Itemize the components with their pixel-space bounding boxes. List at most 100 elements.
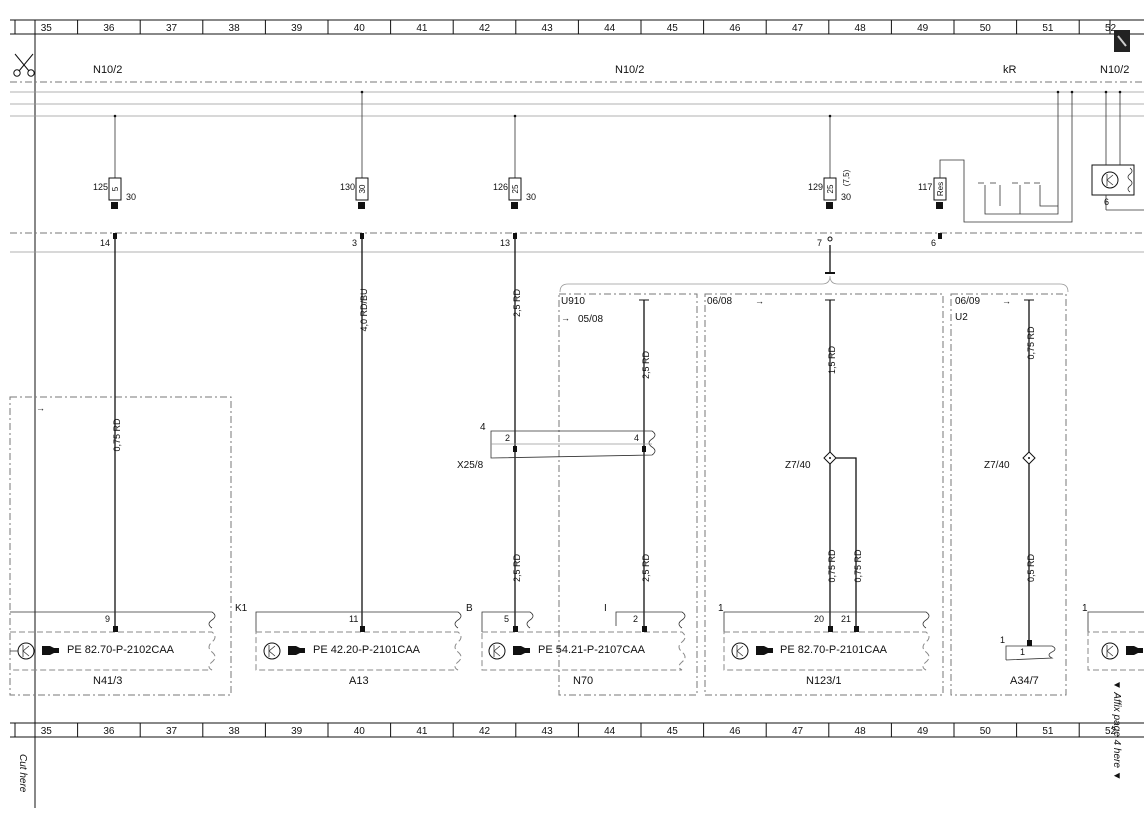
ruler-column-label: 52 bbox=[1105, 23, 1117, 34]
wire-label: 2,5 RD bbox=[641, 553, 651, 582]
ruler-column-label: 49 bbox=[917, 726, 929, 737]
ruler-column-label: 43 bbox=[542, 23, 554, 34]
transistor-icon bbox=[263, 642, 281, 660]
connector-name: X25/8 bbox=[457, 460, 484, 471]
fuse-rating: 30 bbox=[358, 184, 367, 193]
module-name: N41/3 bbox=[93, 675, 122, 687]
wire-label: 0,75 RD bbox=[853, 549, 863, 583]
svg-text:→: → bbox=[561, 313, 570, 323]
ruler-column-label: 44 bbox=[604, 726, 616, 737]
fuse-note: (7,5) bbox=[842, 169, 851, 186]
fuse-rating: 25 bbox=[511, 184, 520, 193]
fuse-pin: 14 bbox=[100, 238, 110, 248]
svg-text:→: → bbox=[36, 403, 45, 413]
module-ref[interactable]: PE 82.70-P-2101CAA bbox=[780, 644, 888, 656]
module-right-clipped: 1 bbox=[1082, 603, 1144, 671]
wire-label: 4,0 RD/BU bbox=[359, 288, 369, 331]
svg-text:→: → bbox=[755, 296, 764, 306]
scissors-icon bbox=[13, 53, 35, 77]
cut-here-label: Cut here bbox=[17, 754, 28, 793]
fuse-terminal: 30 bbox=[126, 192, 136, 202]
module-name: A34/7 bbox=[1010, 675, 1039, 687]
module-n41-3: 9 K1 PE 82.70-P-2102CAA N41/3 bbox=[10, 603, 248, 687]
ruler-column-label: 39 bbox=[291, 726, 303, 737]
fuse-125: 5 125 30 14 bbox=[93, 114, 136, 248]
group-ref: 06/08 bbox=[707, 296, 732, 307]
group-box-u910 bbox=[558, 293, 698, 696]
module-name: A13 bbox=[349, 675, 369, 687]
relay-transistor-right: 6 bbox=[1091, 90, 1144, 211]
module-ref[interactable]: PE 82.70-P-2102CAA bbox=[67, 644, 175, 656]
ruler-column-label: 41 bbox=[416, 726, 428, 737]
group-code: U2 bbox=[955, 312, 968, 323]
ruler-column-label: 45 bbox=[667, 23, 679, 34]
affix-page-label: ▼ Affix page 4 here ▼ bbox=[1111, 680, 1122, 781]
wire-label: 2,5 RD bbox=[641, 350, 651, 379]
module-pin: 20 bbox=[814, 614, 824, 624]
transistor-icon bbox=[731, 642, 749, 660]
module-side: B bbox=[466, 603, 473, 614]
fuse-pin: 6 bbox=[931, 238, 936, 248]
ruler-column-label: 38 bbox=[229, 726, 241, 737]
fuse-117: Res 117 6 bbox=[918, 90, 1074, 248]
module-pin: 21 bbox=[841, 614, 851, 624]
ruler-column-label: 48 bbox=[855, 23, 867, 34]
module-pin: 1 bbox=[1020, 647, 1025, 657]
module-pin: 9 bbox=[105, 614, 110, 624]
ruler-column-label: 45 bbox=[667, 726, 679, 737]
wire-label: 0,75 RD bbox=[827, 549, 837, 583]
module-ref[interactable]: PE 54.21-P-2107CAA bbox=[538, 644, 646, 656]
splice-label: Z7/40 bbox=[785, 460, 811, 471]
ruler-column-label: 35 bbox=[41, 726, 53, 737]
group-ref: 06/09 bbox=[955, 296, 980, 307]
fuse-130: 30 130 3 bbox=[340, 90, 369, 248]
ruler-column-label: 43 bbox=[542, 726, 554, 737]
fuse-number: 117 bbox=[918, 182, 932, 192]
bus-label: N10/2 bbox=[615, 64, 644, 76]
wire-label: 0,5 RD bbox=[1026, 553, 1036, 582]
wire-label: 0,75 RD bbox=[1026, 326, 1036, 360]
pointer-hand-icon bbox=[1126, 646, 1143, 655]
ruler-column-label: 47 bbox=[792, 726, 804, 737]
group-box-u2 bbox=[950, 293, 1067, 696]
splice-label: Z7/40 bbox=[984, 460, 1010, 471]
splice-z7-40-a: Z7/40 bbox=[785, 451, 837, 471]
fuse-number: 130 bbox=[340, 182, 355, 192]
ruler-column-label: 42 bbox=[479, 726, 491, 737]
ruler-column-label: 42 bbox=[479, 23, 491, 34]
ruler-column-label: 48 bbox=[855, 726, 867, 737]
connector-x25-8: 4 2 4 X25/8 bbox=[457, 422, 656, 471]
pointer-hand-icon bbox=[288, 646, 305, 655]
ruler-column-label: 37 bbox=[166, 23, 178, 34]
transistor-icon bbox=[10, 642, 35, 660]
ruler-column-label: 36 bbox=[103, 23, 115, 34]
module-pin: 11 bbox=[349, 614, 358, 624]
wire-label: 2,5 RD bbox=[512, 553, 522, 582]
module-name: N123/1 bbox=[806, 675, 841, 687]
connector-pin: 4 bbox=[634, 433, 639, 443]
relay-pin: 6 bbox=[1104, 197, 1109, 207]
ruler-column-label: 46 bbox=[729, 726, 741, 737]
fuse-pin: 7 bbox=[817, 238, 822, 248]
group-ref: 05/08 bbox=[578, 314, 603, 325]
ruler-column-label: 47 bbox=[792, 23, 804, 34]
group-box-0608 bbox=[704, 293, 944, 696]
bus-label: N10/2 bbox=[1100, 64, 1129, 76]
connector-outer-pin: 4 bbox=[480, 422, 486, 433]
fuse-terminal: 30 bbox=[841, 192, 851, 202]
pointer-hand-icon bbox=[42, 646, 59, 655]
wire-label: 0,75 RD bbox=[112, 418, 122, 452]
fuse-number: 129 bbox=[808, 182, 823, 192]
module-name: N70 bbox=[573, 675, 593, 687]
module-pin: 1 bbox=[1000, 635, 1005, 645]
fuse-terminal: 30 bbox=[526, 192, 536, 202]
module-pin: 2 bbox=[633, 614, 638, 624]
fuse-126: 25 126 30 13 bbox=[493, 114, 536, 248]
module-ref[interactable]: PE 42.20-P-2101CAA bbox=[313, 644, 421, 656]
svg-text:→: → bbox=[1002, 296, 1011, 306]
fuse-rating: 25 bbox=[826, 184, 835, 193]
transistor-icon bbox=[1101, 642, 1119, 660]
wire-labels: 0,75 RD 4,0 RD/BU 2,5 RD 2,5 RD 2,5 RD 2… bbox=[112, 288, 1036, 582]
module-n123-1: 20 21 1 PE 82.70-P-2101CAA N123/1 bbox=[718, 603, 930, 687]
